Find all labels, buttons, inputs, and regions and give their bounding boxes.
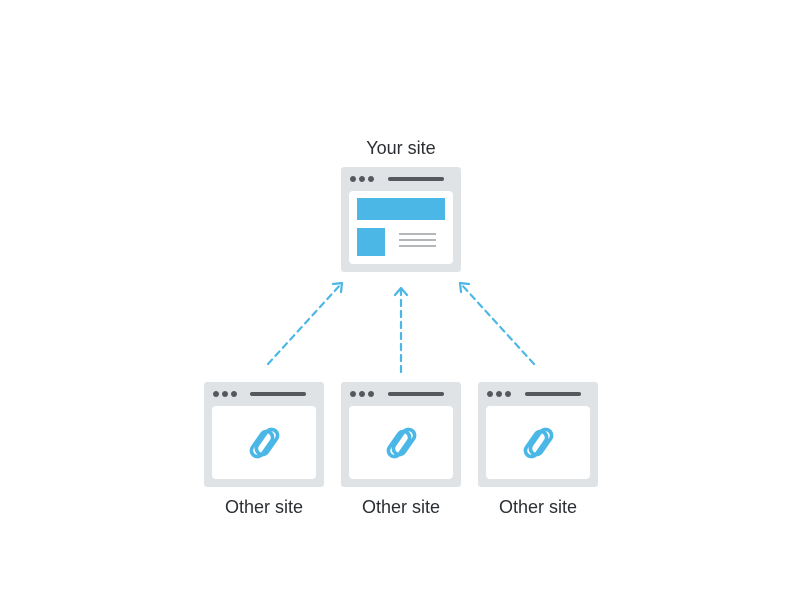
chain-link-icon xyxy=(523,427,554,458)
window-dot xyxy=(359,391,365,397)
page-thumbnail xyxy=(357,228,385,256)
arrowhead-left xyxy=(331,281,344,294)
window-dot xyxy=(368,176,374,182)
your-site-label: Your site xyxy=(366,138,436,158)
page-text-line xyxy=(399,245,436,247)
window-controls xyxy=(213,391,239,397)
arrowhead-right xyxy=(458,281,471,294)
page-text-line xyxy=(399,239,436,241)
window-dot xyxy=(222,391,228,397)
window-dot xyxy=(487,391,493,397)
other-site-label-2: Other site xyxy=(361,497,441,517)
window-controls xyxy=(350,391,376,397)
window-dot xyxy=(505,391,511,397)
other-site-window-2 xyxy=(341,382,461,487)
webpage-layout-icon xyxy=(349,191,453,264)
window-dot xyxy=(213,391,219,397)
chain-link-icon xyxy=(386,427,417,458)
window-controls xyxy=(487,391,513,397)
address-bar xyxy=(388,392,444,396)
window-dot xyxy=(231,391,237,397)
other-site-window-3 xyxy=(478,382,598,487)
window-dot xyxy=(350,391,356,397)
your-site-window xyxy=(341,167,461,272)
page-banner xyxy=(357,198,445,220)
address-bar xyxy=(250,392,306,396)
address-bar xyxy=(388,177,444,181)
chain-link-icon xyxy=(249,427,280,458)
window-dot xyxy=(359,176,365,182)
arrow-left-to-your-site xyxy=(266,282,343,366)
page-text-line xyxy=(399,233,436,235)
window-dot xyxy=(350,176,356,182)
window-content xyxy=(349,406,453,479)
address-bar xyxy=(525,392,581,396)
window-content xyxy=(212,406,316,479)
other-site-label-3: Other site xyxy=(498,497,578,517)
other-site-window-1 xyxy=(204,382,324,487)
window-content xyxy=(486,406,590,479)
window-controls xyxy=(350,176,376,182)
window-dot xyxy=(496,391,502,397)
arrow-right-to-your-site xyxy=(459,282,536,366)
window-dot xyxy=(368,391,374,397)
arrowhead-middle xyxy=(393,286,409,297)
other-site-label-1: Other site xyxy=(224,497,304,517)
